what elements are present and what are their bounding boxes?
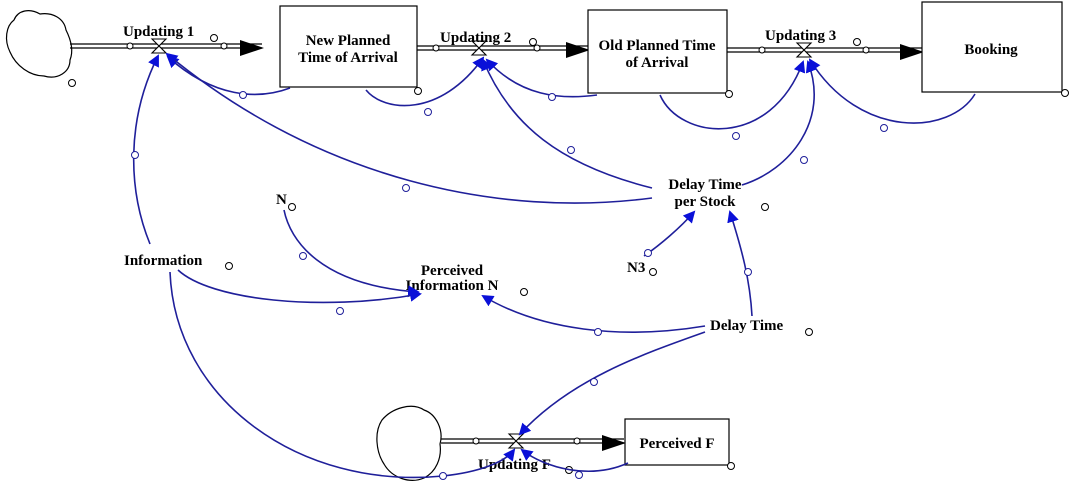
var-delay-time-dot [805, 328, 813, 336]
var-perceived-information-dot [520, 288, 528, 296]
flow-pipe-updating-3 [727, 44, 924, 60]
stock-booking-label: Booking [964, 42, 1018, 58]
stock-perceived-f[interactable]: Perceived F [624, 418, 730, 466]
flow-pipe-updating-2 [417, 42, 590, 58]
flow-label-updating-3: Updating 3 [765, 28, 836, 44]
flow-label-updating-1: Updating 1 [123, 24, 194, 40]
stock-old-planned-line2: of Arrival [626, 55, 689, 71]
stock-booking-dot [1061, 89, 1069, 97]
source-cloud-top-dot [68, 79, 76, 87]
var-perceived-information-line2[interactable]: Information N [406, 278, 499, 294]
link-old-planned-to-updating-2 [485, 58, 598, 101]
link-delay-per-stock-to-updating-3 [741, 60, 818, 186]
link-old-planned-to-updating-3 [659, 60, 806, 140]
flow-label-updating-2: Updating 2 [440, 30, 511, 46]
stock-new-planned-dot [414, 87, 422, 95]
link-new-planned-to-updating-1 [166, 55, 291, 99]
flow-dot-updating-2 [529, 38, 537, 46]
stock-old-planned-line1: Old Planned Time [599, 38, 716, 54]
source-cloud-bottom [376, 405, 442, 481]
var-information[interactable]: Information [124, 253, 203, 269]
valve-updating-1[interactable] [150, 38, 168, 54]
var-delay-per-stock-line1[interactable]: Delay Time [668, 177, 742, 193]
link-information-to-updating-1 [131, 54, 159, 245]
link-n-to-perceived-information [283, 209, 420, 298]
valve-updating-2[interactable] [470, 40, 488, 56]
flow-pipe-updating-f [441, 435, 626, 451]
stock-new-planned-line1: New Planned [306, 33, 391, 49]
link-booking-to-updating-3 [808, 58, 976, 132]
stock-new-planned-line2: Time of Arrival [298, 50, 398, 66]
stock-perceived-f-label: Perceived F [639, 436, 714, 452]
flow-label-updating-f: Updating F [478, 457, 551, 473]
link-information-to-updating-f [169, 271, 516, 480]
var-delay-time[interactable]: Delay Time [710, 318, 784, 334]
link-delay-time-to-delay-per-stock [727, 210, 753, 317]
var-information-dot [225, 262, 233, 270]
source-cloud-top [5, 10, 73, 78]
flow-dot-updating-3 [853, 38, 861, 46]
link-delay-per-stock-to-updating-2 [481, 58, 653, 189]
link-delay-time-to-perceived-information [481, 294, 706, 336]
flow-pipe-updating-1 [70, 40, 264, 56]
valve-updating-f[interactable] [507, 433, 525, 449]
var-n-dot [288, 203, 296, 211]
var-n3-dot [649, 268, 657, 276]
stock-perceived-f-dot [727, 462, 735, 470]
stock-old-planned-time-of-arrival[interactable]: Old Planned Time of Arrival [587, 9, 728, 94]
var-perceived-information-line1[interactable]: Perceived [421, 263, 484, 279]
link-delay-per-stock-to-updating-1 [165, 52, 653, 204]
stock-old-planned-dot [725, 90, 733, 98]
var-n3[interactable]: N3 [627, 260, 645, 276]
flow-dot-updating-1 [210, 34, 218, 42]
var-delay-per-stock-dot [761, 203, 769, 211]
stock-new-planned-time-of-arrival[interactable]: New Planned Time of Arrival [279, 5, 418, 88]
var-delay-per-stock-line2[interactable]: per Stock [675, 194, 737, 210]
stock-booking[interactable]: Booking [921, 1, 1063, 93]
link-perceived-f-to-updating-f [520, 448, 629, 479]
link-n3-to-delay-per-stock [643, 210, 696, 257]
link-new-planned-to-updating-2 [365, 56, 485, 116]
valve-updating-3[interactable] [795, 42, 813, 58]
link-information-to-perceived-information [177, 269, 422, 315]
link-delay-time-to-updating-f [518, 331, 706, 436]
var-n[interactable]: N [276, 192, 287, 208]
